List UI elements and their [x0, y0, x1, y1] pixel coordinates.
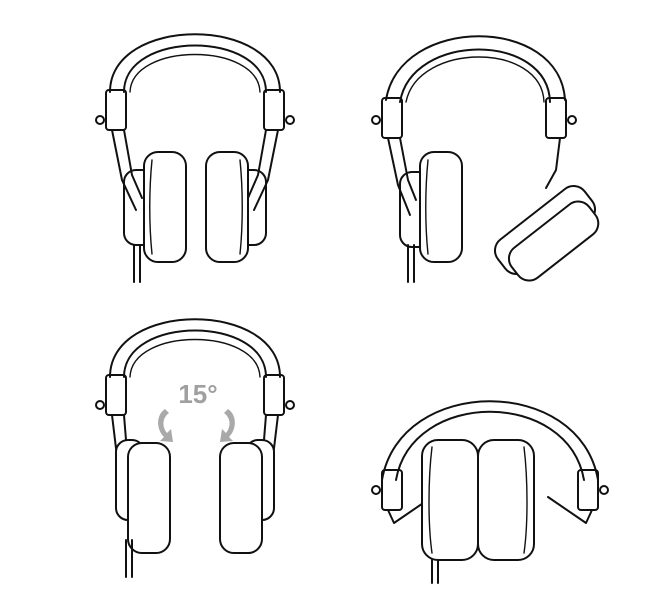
headphones-folded-view: [360, 385, 620, 585]
ear-pad-right: [477, 439, 535, 561]
ear-pad-right: [205, 151, 249, 263]
ear-pad-left: [127, 442, 171, 554]
yoke-left: [387, 137, 411, 216]
headband-inner: [395, 410, 585, 481]
headphones-folded-illustration: [371, 400, 609, 584]
headphones-tilt-view: 15°: [70, 305, 320, 595]
headband-outer: [109, 33, 281, 93]
yoke-right: [253, 129, 279, 211]
slider-left: [381, 469, 403, 511]
yoke-right: [545, 137, 561, 189]
yoke-left: [111, 129, 137, 211]
yoke-right: [547, 496, 593, 524]
ear-cup-right-swiveled: [493, 185, 600, 282]
slider-right: [577, 469, 599, 511]
headphones-tilt-illustration: 15°: [95, 318, 295, 578]
headband-inner: [123, 329, 267, 378]
slider-left: [381, 97, 403, 139]
slider-right: [545, 97, 567, 139]
tilt-angle-label: 15°: [178, 379, 217, 409]
headphones-swivel-view: [360, 20, 620, 290]
slider-left: [105, 374, 127, 416]
headphones-front-view: [70, 20, 320, 290]
ear-pad-right: [219, 442, 263, 554]
headphones-front-illustration: [95, 33, 295, 283]
tilt-arrow-right-icon: [220, 409, 235, 442]
yoke-left: [387, 496, 433, 524]
headband-inner: [123, 44, 267, 93]
slider-left: [105, 89, 127, 131]
headband-inner: [399, 48, 551, 103]
headband-outer: [381, 400, 599, 481]
slider-right: [263, 89, 285, 131]
slider-right: [263, 374, 285, 416]
headband-outer: [385, 35, 566, 101]
ear-pad-left: [419, 151, 463, 263]
headphones-swivel-illustration: [371, 35, 600, 283]
ear-pad-left: [143, 151, 187, 263]
tilt-arrow-left-icon: [158, 409, 173, 442]
headband-outer: [109, 318, 281, 378]
